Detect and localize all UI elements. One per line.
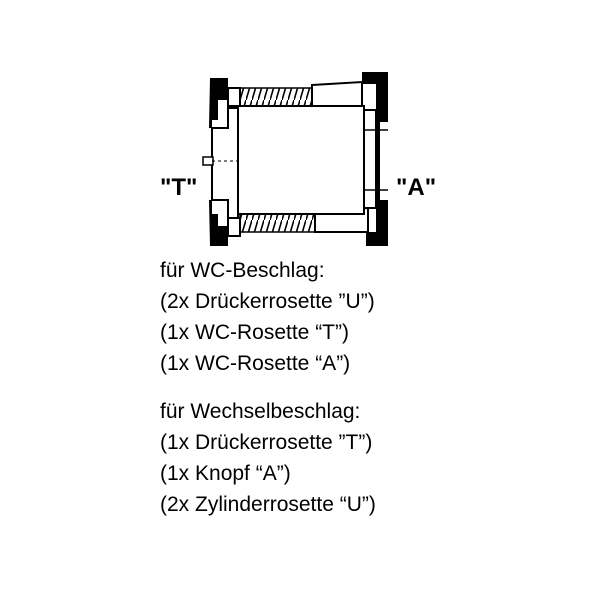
rosette-assembly-drawing: [202, 72, 388, 246]
wechsel-heading: für Wechselbeschlag:: [160, 400, 361, 423]
wc-fitting-section: für WC-Beschlag: (2x Drückerrosette ”U”)…: [160, 255, 375, 379]
right-rosette-a: [362, 72, 388, 246]
wc-line-3: (1x WC-Rosette “A”): [160, 352, 351, 375]
left-rosette-t: [202, 78, 241, 246]
wechsel-line-2: (1x Knopf “A”): [160, 462, 291, 485]
wechsel-fitting-section: für Wechselbeschlag: (1x Drückerrosette …: [160, 396, 376, 520]
wc-line-2: (1x WC-Rosette “T”): [160, 321, 349, 344]
wechsel-line-3: (2x Zylinderrosette “U”): [160, 493, 376, 516]
wc-line-1: (2x Drückerrosette ”U”): [160, 290, 375, 313]
label-t: "T": [160, 174, 198, 201]
upper-screw: [239, 80, 363, 107]
wechsel-line-1: (1x Drückerrosette ”T”): [160, 431, 373, 454]
center-body: [237, 105, 365, 215]
wc-heading: für WC-Beschlag:: [160, 259, 325, 282]
label-a: "A": [396, 174, 437, 201]
